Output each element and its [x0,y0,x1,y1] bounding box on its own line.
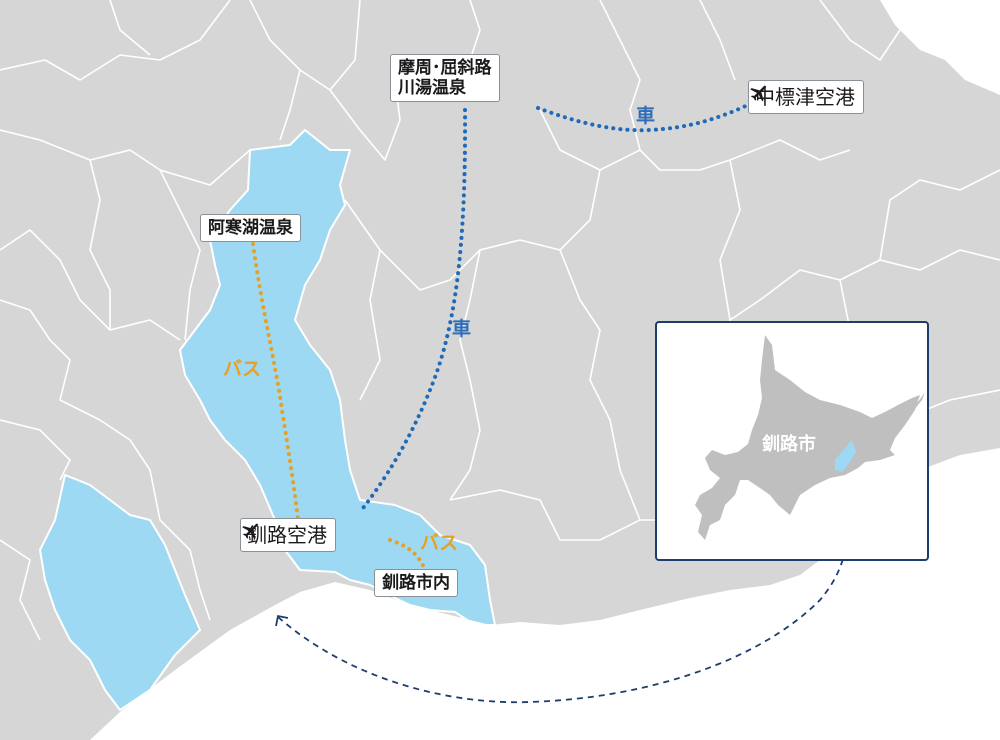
car-label-mashu: 車 [452,318,472,340]
car-route-mashu [358,108,468,514]
bus-label-akan: バス [223,358,262,380]
mashu-kussharo-kawayu-label: 摩周･屈斜路 川湯温泉 [390,54,500,102]
mashu-line-2: 川湯温泉 [398,78,466,98]
bus-label-city: バス [420,532,459,554]
inset-kushiro-label: 釧路市 [762,434,816,455]
airplane-icon [749,81,771,103]
bus-route-city [388,538,427,572]
hokkaido-silhouette [695,335,920,540]
shiretoko-tip [908,392,925,410]
inset-kushiro-highlight [835,440,856,472]
kushiro-city-label: 釧路市内 [374,569,458,597]
car-label-nakashibetsu: 車 [636,105,656,127]
inset-leader-line [277,477,853,704]
kushiro-city-area [39,129,496,711]
leader-arrow-city [275,614,289,627]
airplane-icon [241,519,263,541]
kushiro-airport-label: 釧路空港 [240,518,336,552]
mashu-line-1: 摩周･屈斜路 [398,58,492,78]
nakashibetsu-airport-name: 中標津空港 [755,85,855,109]
car-route-nakashibetsu [536,102,752,133]
kushiro-airport-name: 釧路空港 [247,523,327,547]
akan-onsen-label: 阿寒湖温泉 [200,214,301,242]
nakashibetsu-airport-label: 中標津空港 [748,80,864,114]
pacific-ocean [0,448,1000,740]
nemuro-strait [880,0,1000,95]
